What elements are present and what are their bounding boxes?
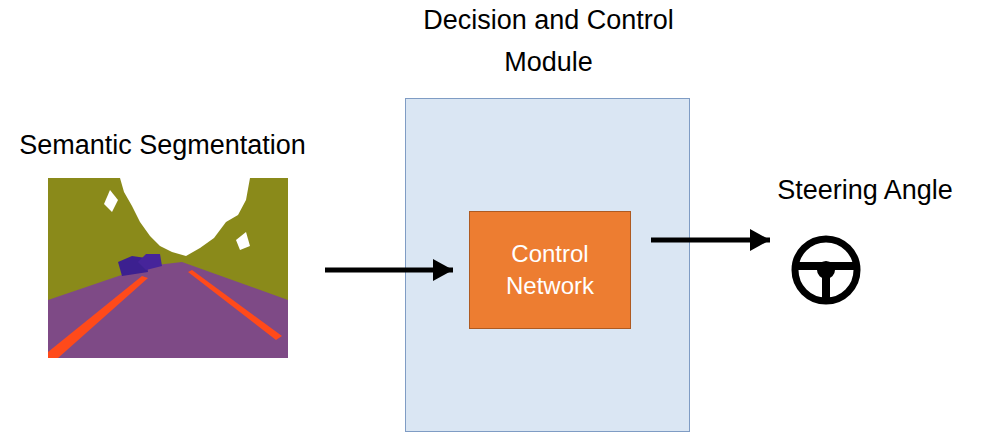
lane-marking [188, 270, 282, 340]
module-box: Decision and Control ModuleControl Netwo… [405, 98, 690, 432]
segmentation-image [48, 178, 288, 358]
sky-region [120, 178, 250, 256]
image-panel: Semantic Segmentation [0, 125, 325, 360]
vegetation-region [48, 178, 288, 358]
wheel-rim [795, 239, 857, 301]
lane-marking [48, 276, 148, 358]
output-panel: Steering Angle [770, 170, 960, 310]
sky-fragment [236, 232, 250, 250]
heading-label: Steering Angle [750, 170, 980, 210]
flow-arrow [651, 238, 770, 243]
flow-arrow [325, 268, 453, 273]
box-label: Control Network [475, 238, 625, 302]
sky-fragment [104, 190, 118, 212]
steering-wheel-icon [795, 239, 857, 301]
heading-label: Semantic Segmentation [0, 125, 335, 165]
process-box: Control Network [469, 211, 631, 329]
heading-label: Decision and Control Module [386, 0, 711, 83]
wheel-hub [818, 262, 834, 278]
car-region [138, 254, 162, 270]
road-region [48, 262, 288, 358]
